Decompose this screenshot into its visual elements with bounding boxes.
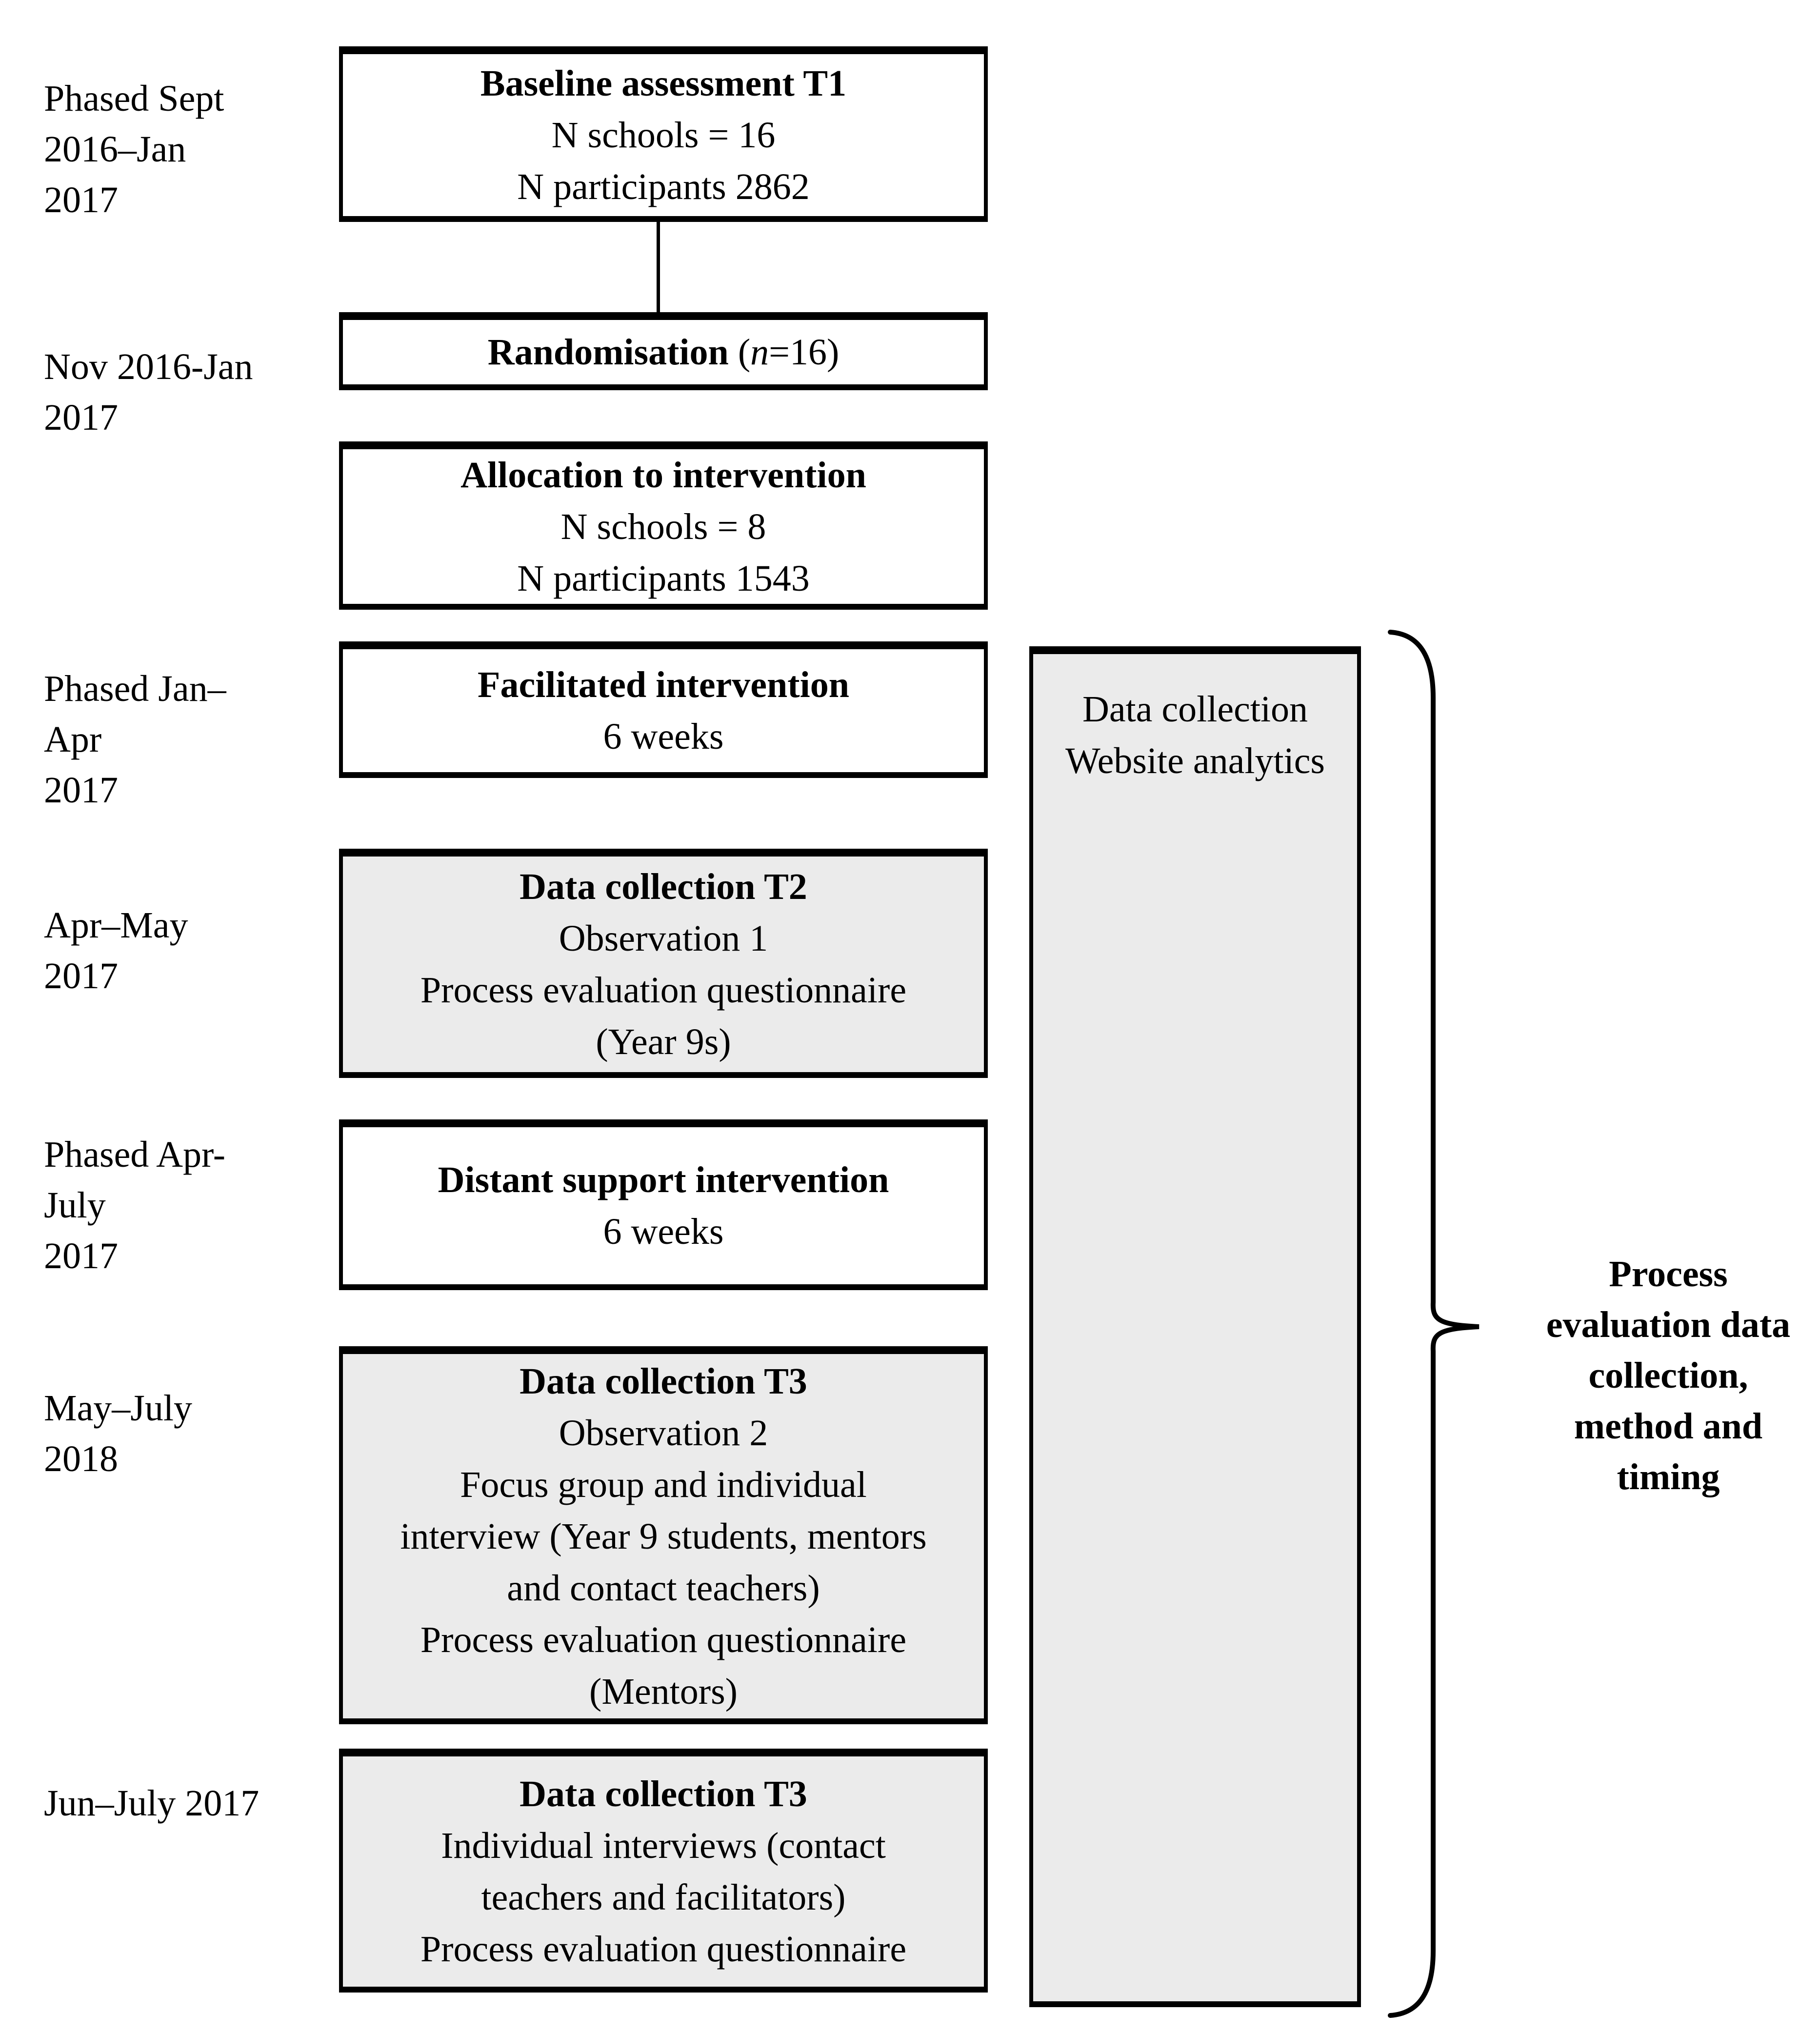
timeline-label-line: Phased Apr-: [44, 1134, 226, 1175]
box-line: 6 weeks: [603, 716, 724, 757]
box-line: Process evaluation questionnaire: [420, 1619, 907, 1660]
box-line: Process evaluation questionnaire: [420, 1929, 907, 1970]
box-line: (Mentors): [589, 1671, 738, 1712]
timeline-label-facilitated: Phased Jan– Apr 2017: [44, 663, 337, 816]
randomisation-bold: Randomisation: [487, 332, 738, 373]
timeline-label-line: Phased Jan–: [44, 668, 226, 709]
box-title: Data collection T2: [520, 866, 807, 907]
timeline-label-t3: May–July 2018: [44, 1383, 337, 1484]
box-line: teachers and facilitators): [481, 1877, 846, 1918]
box-title: Facilitated intervention: [478, 664, 849, 705]
timeline-label-line: Nov 2016-Jan: [44, 346, 253, 387]
timeline-label-line: 2016–Jan: [44, 129, 186, 170]
flow-box-distant-support: Distant support intervention 6 weeks: [339, 1119, 988, 1290]
randomisation-paren: (: [738, 332, 751, 373]
timeline-label-baseline: Phased Sept 2016–Jan 2017: [44, 73, 337, 225]
timeline-label-randomisation: Nov 2016-Jan 2017: [44, 341, 337, 443]
box-line: Observation 2: [559, 1412, 768, 1454]
side-box-website-analytics: Data collection Website analytics: [1029, 646, 1361, 2007]
box-title: Distant support intervention: [438, 1159, 889, 1200]
randomisation-n-italic: n: [750, 332, 769, 373]
brace-label: Process evaluation data collection, meth…: [1522, 1249, 1815, 1502]
brace-label-line: evaluation data: [1546, 1304, 1791, 1345]
timeline-label-line: 2017: [44, 956, 118, 997]
brace-label-line: timing: [1617, 1456, 1720, 1497]
box-title: Data collection T3: [520, 1360, 807, 1402]
timeline-label-line: Jun–July 2017: [44, 1783, 260, 1824]
timeline-label-distant: Phased Apr- July 2017: [44, 1129, 337, 1281]
brace-label-line: method and: [1574, 1406, 1763, 1447]
box-line: interview (Year 9 students, mentors: [400, 1515, 927, 1557]
box-title: Baseline assessment T1: [480, 63, 847, 104]
timeline-label-line: May–July: [44, 1388, 192, 1429]
brace-label-line: collection,: [1588, 1355, 1748, 1396]
flow-box-baseline-assessment: Baseline assessment T1 N schools = 16 N …: [339, 46, 988, 222]
box-line: 6 weeks: [603, 1211, 724, 1252]
flow-box-facilitated-intervention: Facilitated intervention 6 weeks: [339, 641, 988, 778]
timeline-label-line: July: [44, 1185, 106, 1226]
box-title: Randomisation (n=16): [488, 326, 840, 378]
flow-box-data-collection-t3: Data collection T3 Observation 2 Focus g…: [339, 1346, 988, 1724]
flow-box-allocation: Allocation to intervention N schools = 8…: [339, 441, 988, 610]
connector-line: [657, 219, 660, 316]
timeline-label-line: 2017: [44, 179, 118, 220]
timeline-label-line: 2017: [44, 397, 118, 438]
flow-box-randomisation: Randomisation (n=16): [339, 312, 988, 390]
box-line: (Year 9s): [596, 1021, 731, 1062]
box-title: Data collection T3: [520, 1774, 807, 1814]
randomisation-value: =16): [769, 332, 840, 373]
box-line: N schools = 16: [551, 115, 776, 156]
timeline-label-line: Phased Sept: [44, 78, 224, 119]
timeline-label-line: 2017: [44, 1236, 118, 1276]
flow-box-data-collection-t2: Data collection T2 Observation 1 Process…: [339, 849, 988, 1078]
box-line: Focus group and individual: [460, 1464, 867, 1505]
timeline-label-line: Apr: [44, 719, 102, 760]
timeline-label-line: 2017: [44, 770, 118, 811]
side-box-title: Data collection: [1082, 689, 1308, 730]
brace-label-line: Process: [1609, 1254, 1728, 1295]
timeline-label-t2: Apr–May 2017: [44, 900, 337, 1001]
box-line: N participants 2862: [517, 166, 810, 207]
timeline-label-line: 2018: [44, 1438, 118, 1479]
box-line: Observation 1: [559, 918, 768, 959]
box-line: N schools = 8: [560, 506, 766, 547]
flow-box-data-collection-t3-interviews: Data collection T3 Individual interviews…: [339, 1749, 988, 1993]
timeline-label-t3-interviews: Jun–July 2017: [44, 1778, 337, 1829]
box-line: Individual interviews (contact: [441, 1825, 886, 1866]
box-line: Process evaluation questionnaire: [420, 970, 907, 1011]
box-title: Allocation to intervention: [460, 454, 866, 496]
box-line: and contact teachers): [507, 1567, 820, 1609]
timeline-label-line: Apr–May: [44, 905, 188, 946]
side-box-line: Website analytics: [1065, 740, 1325, 781]
box-line: N participants 1543: [517, 558, 810, 599]
